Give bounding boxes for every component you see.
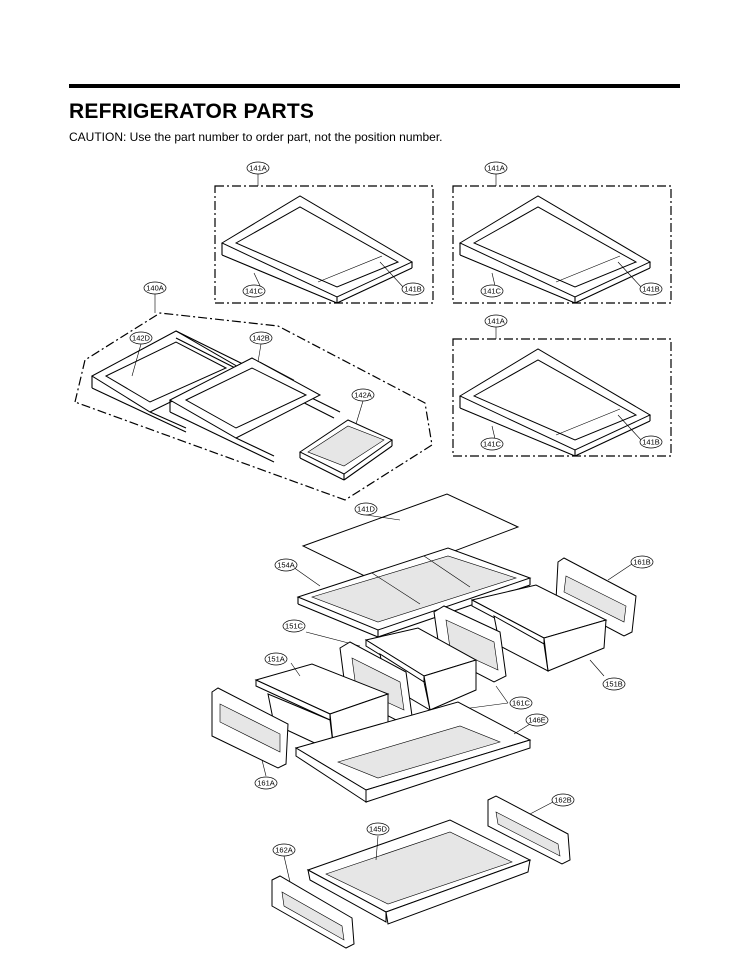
left-side-cover [211,687,289,777]
svg-text:141B: 141B [404,285,422,294]
callout-141b-2: 141B [639,282,663,296]
shelf-assembly-2 [452,174,672,304]
crisper-glass-cover [301,493,520,582]
caution-note: CAUTION: Use the part number to order pa… [69,130,443,144]
shelf-group-box-3 [452,338,672,457]
crisper-drawer-right [470,584,608,677]
shelf-group-box-2 [452,185,672,304]
callout-142b: 142B [249,331,273,345]
shelf-group-box-1 [214,185,434,304]
svg-text:142D: 142D [132,334,151,343]
callout-154a: 154A [274,558,298,572]
callout-140a: 140A [143,281,167,295]
callout-141d: 141D [354,502,378,516]
slide-shelf-assembly [74,294,433,501]
callout-141a-2: 141A [484,161,508,175]
callout-142d: 142D [129,331,153,345]
shelf-assembly-1 [214,174,434,304]
svg-text:151A: 151A [267,655,285,664]
svg-text:141C: 141C [245,287,264,296]
callout-141a-3: 141A [484,314,508,328]
svg-text:162A: 162A [275,846,293,855]
callout-162b: 162B [551,793,575,807]
callout-141b-3: 141B [639,435,663,449]
header-rule [69,84,680,88]
callout-146e: 146E [525,713,549,727]
callout-142a: 142A [351,388,375,402]
svg-text:146E: 146E [528,716,546,725]
svg-text:141D: 141D [357,505,376,514]
left-bracket [271,855,355,949]
svg-text:142A: 142A [354,391,372,400]
shelf-group-outline-140a [74,312,433,501]
svg-text:151B: 151B [605,680,623,689]
svg-text:141B: 141B [642,285,660,294]
crisper-cover-frame [292,547,532,638]
callout-161c: 161C [509,696,533,710]
page-title: REFRIGERATOR PARTS [69,100,315,123]
callout-161b: 161B [630,555,654,569]
svg-text:141A: 141A [487,164,505,173]
svg-text:145D: 145D [369,825,388,834]
svg-text:142B: 142B [252,334,270,343]
svg-text:140A: 140A [146,284,164,293]
shelf-assembly-3 [452,327,672,457]
callout-151a: 151A [264,652,288,666]
deli-drawer [306,819,532,925]
svg-text:151C: 151C [285,622,304,631]
callout-141c-3: 141C [480,437,504,451]
svg-text:141A: 141A [249,164,267,173]
svg-text:141C: 141C [483,440,502,449]
callout-162a: 162A [272,843,296,857]
svg-text:141C: 141C [483,287,502,296]
callout-145d: 145D [366,822,390,836]
callout-141b-1: 141B [401,282,425,296]
callout-151b: 151B [602,677,626,691]
svg-text:161C: 161C [512,699,531,708]
svg-text:161A: 161A [257,779,275,788]
crisper-base-tray [294,701,532,803]
svg-text:141B: 141B [642,438,660,447]
callout-141a-1: 141A [246,161,270,175]
callout-151c: 151C [282,619,306,633]
right-side-cover [555,557,637,637]
callout-141c-2: 141C [480,284,504,298]
callout-141c-1: 141C [242,284,266,298]
right-bracket [487,795,571,865]
svg-text:161B: 161B [633,558,651,567]
svg-text:162B: 162B [554,796,572,805]
callout-161a: 161A [254,776,278,790]
svg-text:141A: 141A [487,317,505,326]
svg-text:154A: 154A [277,561,295,570]
